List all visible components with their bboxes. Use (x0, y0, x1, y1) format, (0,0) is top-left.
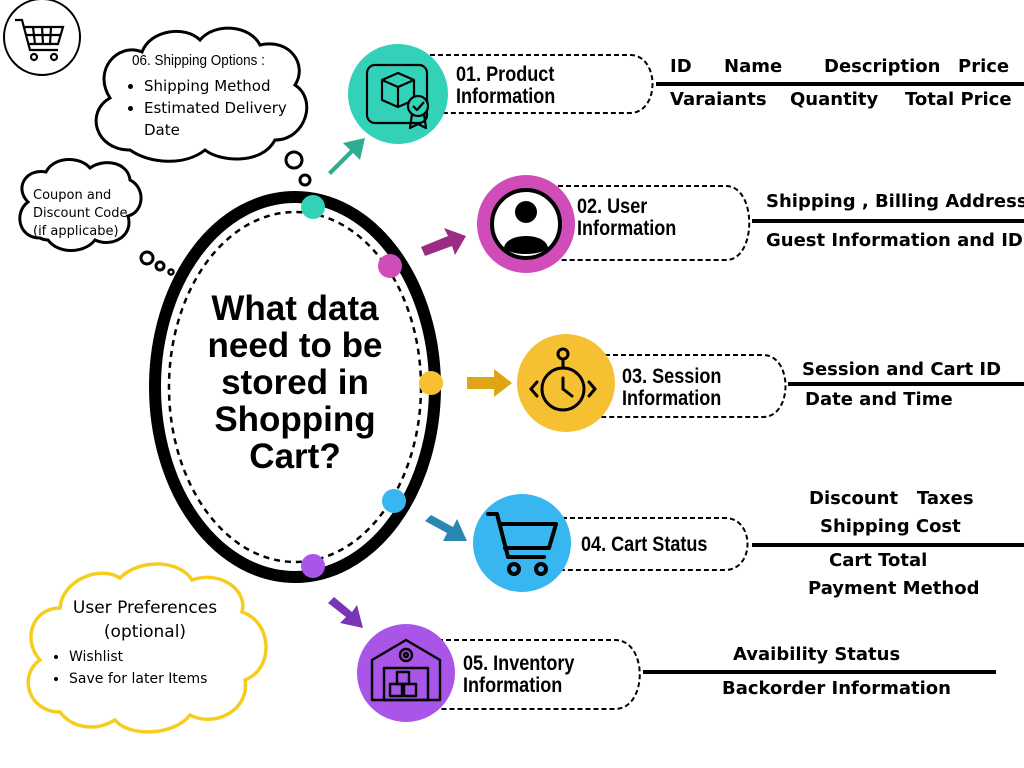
field-addresses: Shipping , Billing Address (766, 191, 1024, 212)
shopping-cart-icon (486, 512, 558, 576)
cart-logo (3, 0, 81, 76)
list-item: Shipping Method (144, 75, 294, 97)
ellipse-dot-cart (382, 489, 406, 513)
field-guest-info: Guest Information and ID (766, 230, 1023, 251)
arrow-inventory (328, 597, 363, 628)
field-id: ID (670, 56, 692, 77)
section-session-graphics (517, 334, 1024, 432)
arrow-cart (425, 515, 467, 541)
preferences-content: User Preferences (optional) Wishlist Sav… (45, 596, 245, 690)
cart-icon (15, 18, 65, 62)
field-name: Name (724, 56, 783, 77)
ellipse-dot-session (419, 371, 443, 395)
coupon-line-2: Discount Code (33, 206, 128, 221)
field-price: Price (958, 56, 1010, 77)
field-description: Description (824, 56, 941, 77)
shipping-options-title: 06. Shipping Options : (132, 52, 265, 69)
cart-icon-circle (473, 494, 571, 592)
section-user-graphics (477, 175, 1024, 273)
field-payment-method: Payment Method (808, 578, 980, 599)
arrow-session (467, 369, 512, 397)
section-product-title: 01. Product Information (456, 63, 556, 108)
field-discount-taxes: Discount Taxes (809, 488, 974, 509)
preferences-list: Wishlist Save for later Items (45, 646, 245, 690)
shipping-options-list: Shipping Method Estimated Delivery Date (122, 75, 294, 141)
section-product-graphics (348, 44, 1024, 144)
field-cart-total: Cart Total (829, 550, 928, 571)
field-quantity: Quantity (790, 89, 879, 110)
list-item: Wishlist (69, 646, 245, 668)
box-check-icon (365, 63, 430, 130)
list-item: Estimated Delivery Date (144, 97, 294, 141)
section-inventory-graphics (357, 624, 996, 722)
ellipse-dot-inventory (301, 554, 325, 578)
arrow-user (421, 228, 466, 256)
preferences-title: User Preferences (72, 598, 218, 618)
session-icon-circle (517, 334, 615, 432)
field-shipping-cost: Shipping Cost (820, 516, 961, 537)
field-variants: Varaiants (670, 89, 767, 110)
field-availability-status: Avaibility Status (733, 644, 901, 665)
section-user-title: 02. User Information (577, 195, 677, 240)
section-session-title: 03. Session Information (622, 365, 722, 410)
preferences-cloud (26, 562, 268, 734)
warehouse-icon (370, 638, 442, 702)
stopwatch-icon (529, 347, 597, 412)
center-question: What data need to be stored in Shopping … (207, 289, 383, 476)
ellipse-dot-product (301, 195, 325, 219)
field-total-price: Total Price (905, 89, 1012, 110)
coupon-content: Coupon and Discount Code (if applicabe) (33, 187, 128, 241)
list-item: Save for later Items (69, 668, 245, 690)
user-icon (490, 188, 562, 260)
shipping-options-cloud (94, 26, 312, 187)
field-session-cart-id: Session and Cart ID (802, 359, 1002, 380)
section-cart-title: 04. Cart Status (581, 533, 708, 556)
section-cart-graphics (473, 494, 1024, 592)
arrow-product (328, 138, 365, 175)
field-date-time: Date and Time (805, 389, 953, 410)
preferences-subtitle: (optional) (103, 622, 187, 642)
coupon-line-1: Coupon and (33, 188, 112, 203)
shipping-options-content: 06. Shipping Options : Shipping Method E… (122, 52, 302, 141)
field-backorder-info: Backorder Information (722, 678, 951, 699)
coupon-line-3: (if applicabe) (33, 224, 119, 239)
coupon-cloud (18, 158, 175, 276)
section-inventory-title: 05. Inventory Information (463, 652, 575, 697)
ellipse-dot-user (378, 254, 402, 278)
